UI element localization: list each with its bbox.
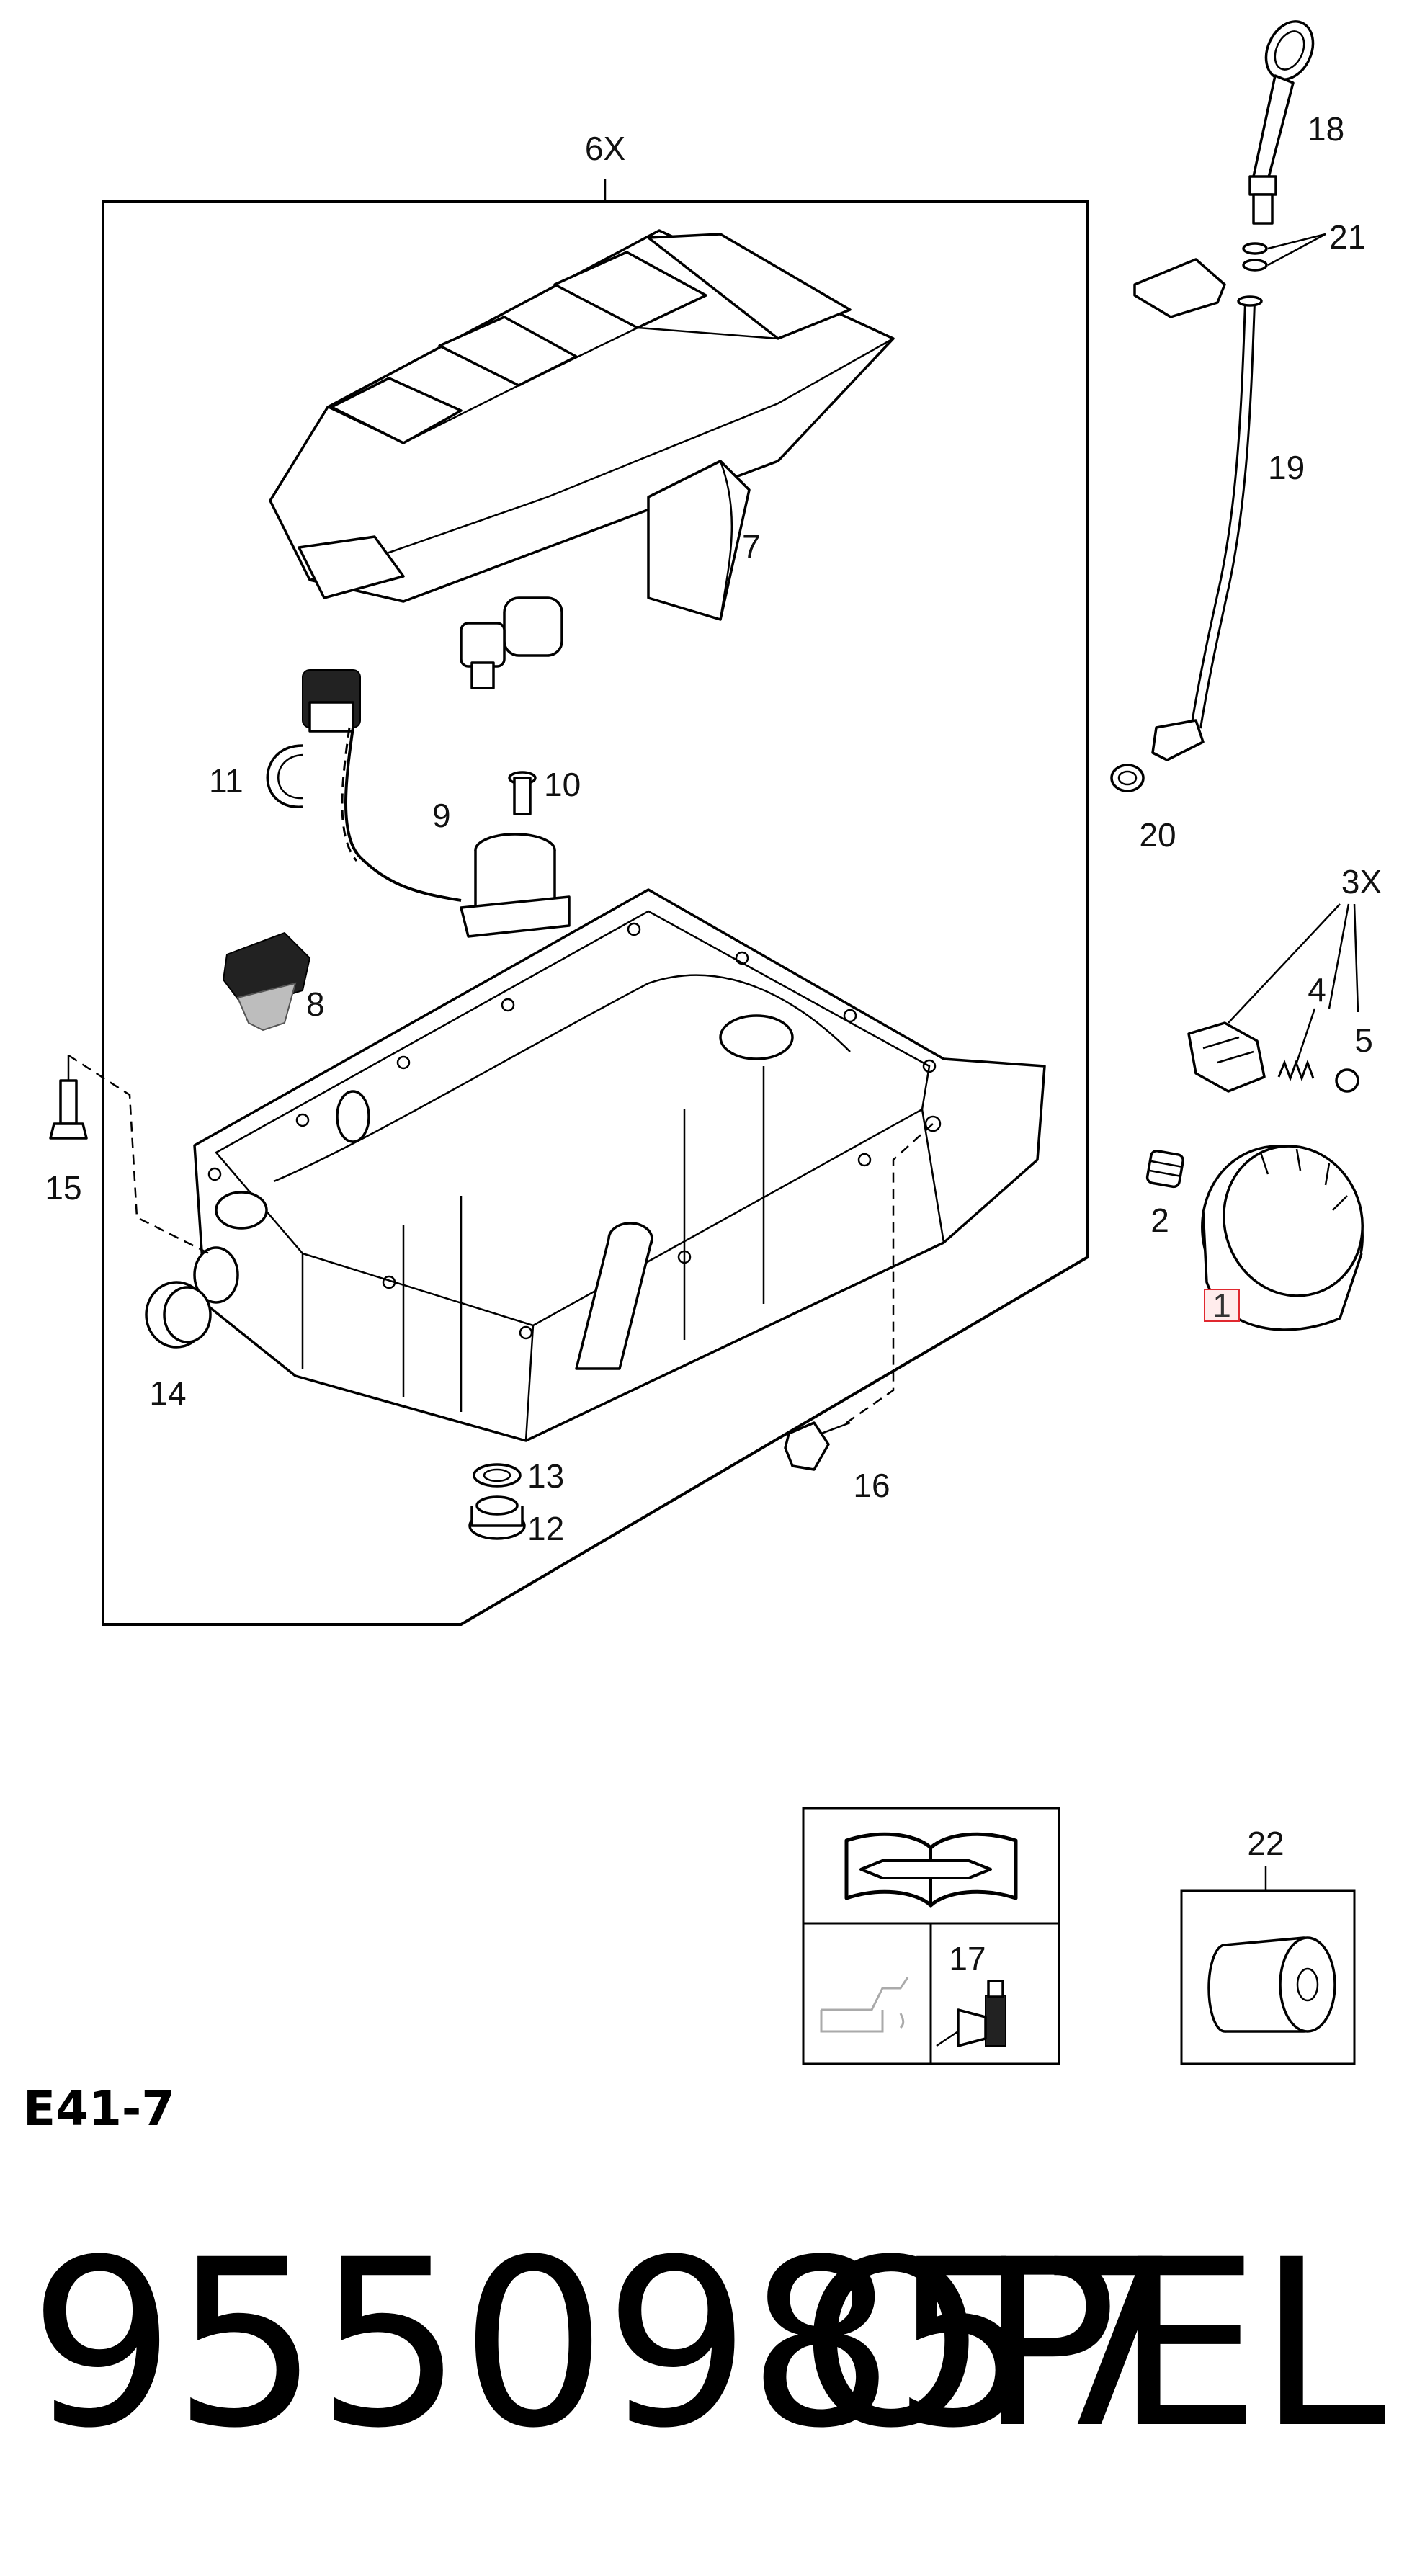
part-17-sealant-tube: 17 xyxy=(936,1940,1006,2047)
reference-code: E41-7 xyxy=(23,2081,174,2137)
part-18-dipstick-handle: 18 xyxy=(1248,20,1344,225)
part-22-filter-box: 22 xyxy=(1180,1825,1356,2065)
callout-1: 1 xyxy=(1212,1287,1231,1324)
callout-17: 17 xyxy=(949,1940,986,1977)
callout-14: 14 xyxy=(149,1374,186,1412)
part-7-baffle-plate: 7 xyxy=(269,229,895,689)
repair-manual-icon xyxy=(844,1832,1018,1908)
brand-name: OPEL xyxy=(800,2211,1388,2479)
callout-11: 11 xyxy=(209,762,243,800)
service-info-table: 17 xyxy=(802,1807,1060,2065)
part-21-o-rings: 21 xyxy=(1242,218,1366,272)
part-15-bolt: 15 xyxy=(45,1054,210,1255)
part-14-seal-ring: 14 xyxy=(145,1281,212,1412)
callout-22: 22 xyxy=(1247,1825,1284,1862)
callout-21: 21 xyxy=(1329,218,1366,256)
oil-pan xyxy=(193,888,1046,1442)
callout-2: 2 xyxy=(1150,1202,1169,1239)
part-9-oil-level-sensor: 9 xyxy=(302,669,571,938)
callout-18: 18 xyxy=(1308,110,1344,148)
part-10-screw: 10 xyxy=(508,766,581,815)
callout-6x: 6X xyxy=(585,130,625,167)
part-13-washer: 13 xyxy=(473,1457,564,1495)
callout-3x: 3X xyxy=(1341,863,1382,900)
callout-10: 10 xyxy=(544,766,581,803)
part-8-grommet: 8 xyxy=(222,931,325,1032)
callout-9: 9 xyxy=(432,797,451,834)
part-number: 95509857 xyxy=(29,2211,1179,2479)
part-11-clip: 11 xyxy=(209,744,303,808)
callout-7: 7 xyxy=(742,528,761,565)
callout-13: 13 xyxy=(527,1457,564,1495)
callout-12: 12 xyxy=(527,1510,564,1547)
part-20-o-ring: 20 xyxy=(1110,764,1176,854)
part-2-fitting: 2 xyxy=(1145,1150,1184,1239)
callout-19: 19 xyxy=(1268,449,1305,486)
part-16-bolt: 16 xyxy=(784,1123,934,1504)
oil-pan-assembly-frame: 6X xyxy=(102,130,1089,1626)
part-relief-valve: 3X 4 5 xyxy=(1187,863,1382,1093)
callout-20: 20 xyxy=(1139,816,1176,854)
callout-16: 16 xyxy=(853,1467,890,1504)
callout-15: 15 xyxy=(45,1169,81,1207)
callout-8: 8 xyxy=(306,985,325,1023)
oil-can-icon xyxy=(820,1977,909,2033)
callout-5: 5 xyxy=(1354,1021,1373,1059)
callout-4: 4 xyxy=(1308,971,1326,1009)
part-12-drain-plug: 12 xyxy=(468,1495,564,1547)
part-1-oil-filter: 1 xyxy=(1201,1145,1364,1331)
part-19-dipstick-tube: 19 xyxy=(1133,258,1305,761)
highlight-box xyxy=(1204,1289,1240,1322)
